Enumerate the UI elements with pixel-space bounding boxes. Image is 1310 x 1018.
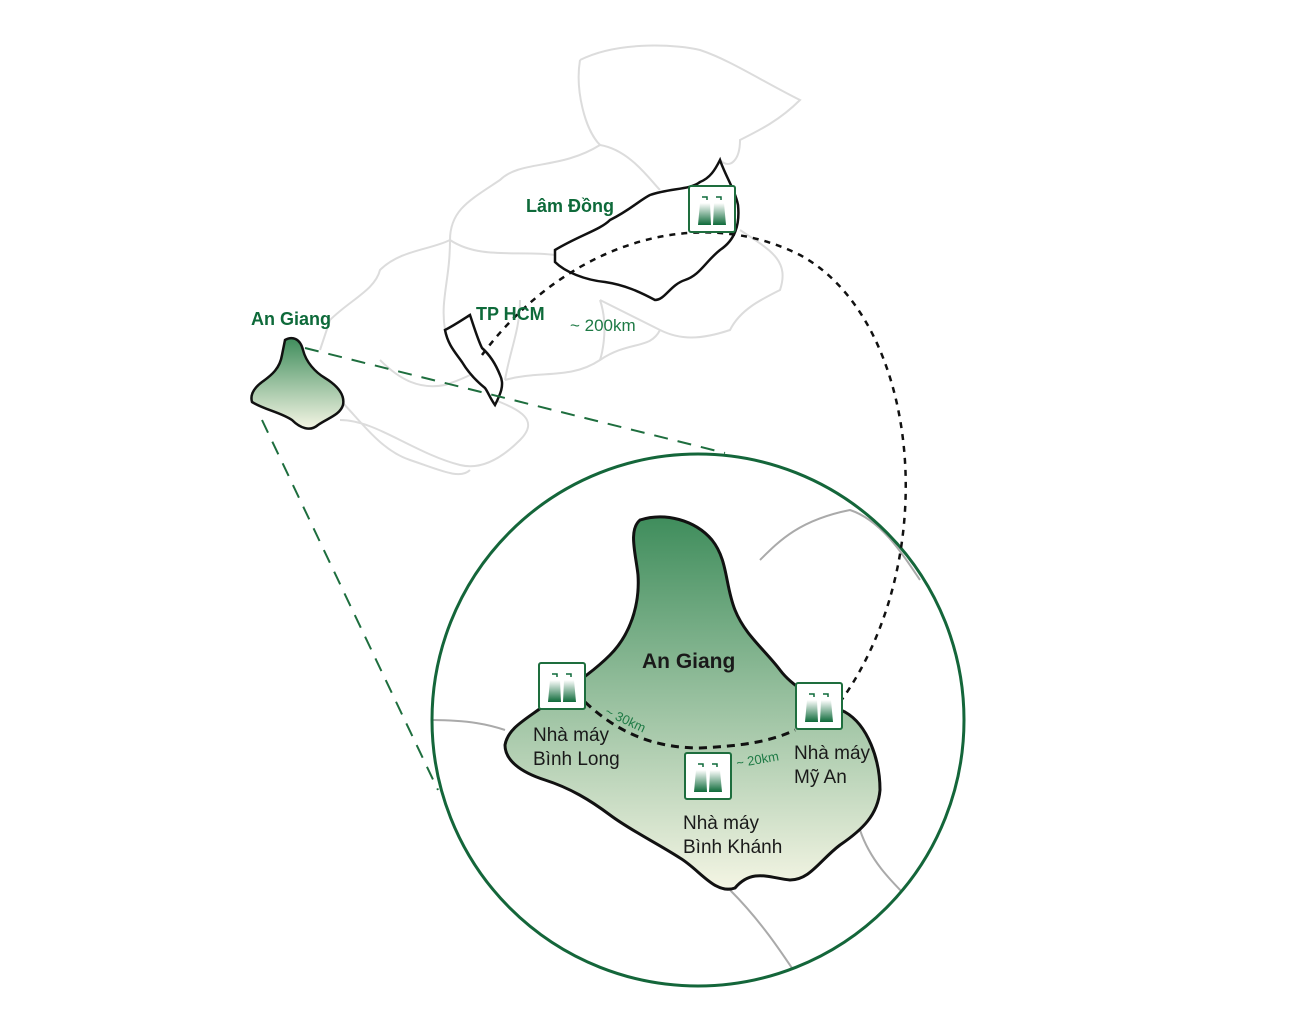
factory-label-my-an: Nhà máy Mỹ An (794, 742, 870, 790)
factory-icon (684, 752, 732, 800)
an-giang-small-shape (250, 336, 345, 430)
zoom-lines (261, 347, 726, 791)
route-factories (583, 700, 796, 750)
factory-label-line: Bình Khánh (683, 837, 783, 858)
factory-label-line: Bình Long (533, 749, 620, 770)
province-borders (319, 44, 802, 476)
distance-200km: ~ 200km (570, 316, 636, 335)
label-tp-hcm: TP HCM (476, 304, 545, 324)
factory-icon (795, 682, 843, 730)
label-lam-dong: Lâm Đồng (526, 196, 614, 216)
factory-label-line: Nhà máy (683, 813, 760, 834)
zoom-circle (430, 452, 966, 988)
factory-label-line: Nhà máy (533, 725, 610, 746)
factory-label-line: Mỹ An (794, 767, 847, 788)
route-hcm-lam-dong (480, 231, 907, 706)
factory-icon (538, 662, 586, 710)
tp-hcm-outline (443, 313, 504, 408)
factory-label-line: Nhà máy (794, 743, 871, 764)
factory-icon (688, 185, 736, 233)
label-an-giang-small: An Giang (251, 309, 331, 329)
label-an-giang-zoom: An Giang (642, 650, 736, 673)
